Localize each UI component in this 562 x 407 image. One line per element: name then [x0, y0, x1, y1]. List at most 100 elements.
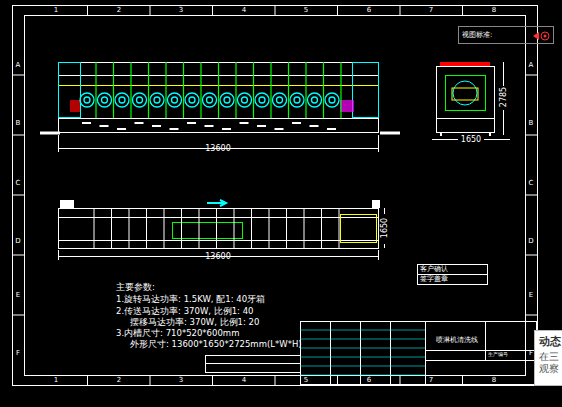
post	[94, 208, 95, 248]
frame-post	[340, 62, 341, 118]
post	[164, 208, 165, 248]
part-tags	[82, 122, 336, 130]
grid-reference: D	[15, 238, 20, 245]
spray-roller	[133, 93, 147, 107]
dimension: 13600	[205, 145, 230, 153]
post	[339, 208, 340, 248]
drawing-frame	[13, 6, 538, 386]
title-block-rows	[300, 330, 425, 375]
frame-tick	[337, 376, 338, 385]
grid-reference: 3	[179, 7, 183, 14]
title-row	[300, 375, 425, 376]
table-cell: 喷淋机清洗线	[436, 337, 478, 344]
post	[199, 208, 200, 248]
tooltip-popup: 动态在三 观察	[534, 330, 562, 386]
part-tag	[292, 122, 301, 124]
spec-note: 3.内槽尺寸: 710*520*600mm	[116, 329, 239, 338]
grid-reference: 5	[304, 7, 308, 14]
frame-post	[305, 62, 306, 118]
grid-reference: 3	[179, 377, 183, 384]
roller-hub	[102, 97, 108, 103]
top-view	[40, 63, 400, 134]
frame-post	[113, 62, 114, 118]
front-view-posts	[94, 208, 339, 248]
frame-tick	[400, 376, 401, 385]
frame-tick	[12, 195, 24, 196]
roller-hub	[154, 97, 160, 103]
frame-tick	[525, 135, 537, 136]
frame-tick	[462, 376, 463, 385]
grid-reference: 7	[429, 7, 433, 14]
frame-tick	[337, 5, 338, 15]
title-row	[300, 348, 425, 349]
view-icon	[531, 29, 551, 43]
frame-tick	[275, 5, 276, 15]
grid-reference: 5	[304, 377, 308, 384]
spray-roller	[255, 93, 269, 107]
popup-title: 动态	[539, 335, 561, 349]
part-tag	[100, 125, 109, 127]
roller-hub	[189, 97, 195, 103]
popup-body: 在三 观察	[539, 351, 561, 376]
spray-roller	[290, 93, 304, 107]
title-row	[300, 366, 425, 367]
frame-tick	[12, 315, 24, 316]
post	[304, 208, 305, 248]
frame-post	[323, 62, 324, 118]
frame-tick	[525, 75, 537, 76]
grid-reference: 8	[492, 7, 496, 14]
spec-note: 摆移马达功率: 370W, 比例1: 20	[130, 318, 259, 327]
roller-hub	[137, 97, 143, 103]
view-label: 视图标准:	[459, 27, 553, 44]
dimension-lines	[58, 62, 510, 260]
spray-roller	[203, 93, 217, 107]
roller-hub	[207, 97, 213, 103]
frame-post	[253, 62, 254, 118]
post	[216, 208, 217, 248]
post	[286, 208, 287, 248]
part-tag	[275, 128, 284, 130]
post	[111, 208, 112, 248]
frame-tick	[150, 376, 151, 385]
front-view	[58, 200, 380, 249]
frame-post	[200, 62, 201, 118]
spec-note: 2.传送马达功率: 370W, 比例1: 40	[116, 307, 254, 316]
post	[321, 208, 322, 248]
spec-note: 主要参数:	[116, 283, 155, 292]
grid-reference: 1	[54, 7, 58, 14]
spray-roller	[115, 93, 129, 107]
grid-reference: E	[529, 292, 533, 299]
frame-tick	[400, 5, 401, 15]
roller-hub	[224, 97, 230, 103]
post	[181, 208, 182, 248]
part-tag	[82, 122, 91, 124]
frame-tick	[12, 255, 24, 256]
frame-post	[130, 62, 131, 118]
grid-reference: F	[529, 350, 533, 357]
frame-post	[95, 62, 96, 118]
grid-reference: C	[16, 180, 21, 187]
frame-tick	[525, 315, 537, 316]
part-tag	[117, 128, 126, 130]
grid-reference: 4	[242, 377, 246, 384]
frame-post	[288, 62, 289, 118]
frame-tick	[212, 376, 213, 385]
roller-hub	[172, 97, 178, 103]
frame-tick	[525, 195, 537, 196]
grid-reference: F	[16, 350, 20, 357]
frame-ticks	[12, 5, 537, 385]
dimension: 2785	[500, 86, 508, 108]
frame-tick	[525, 255, 537, 256]
roller-hub	[277, 97, 283, 103]
dimension: 13600	[205, 253, 230, 261]
frame-tick	[275, 376, 276, 385]
frame-tick	[12, 75, 24, 76]
grid-reference: 2	[117, 377, 121, 384]
frame-posts	[96, 62, 341, 118]
post	[234, 208, 235, 248]
frame-post	[270, 62, 271, 118]
grid-reference: E	[16, 292, 20, 299]
post	[146, 208, 147, 248]
part-tag	[240, 122, 249, 124]
grid-reference: B	[529, 120, 534, 127]
